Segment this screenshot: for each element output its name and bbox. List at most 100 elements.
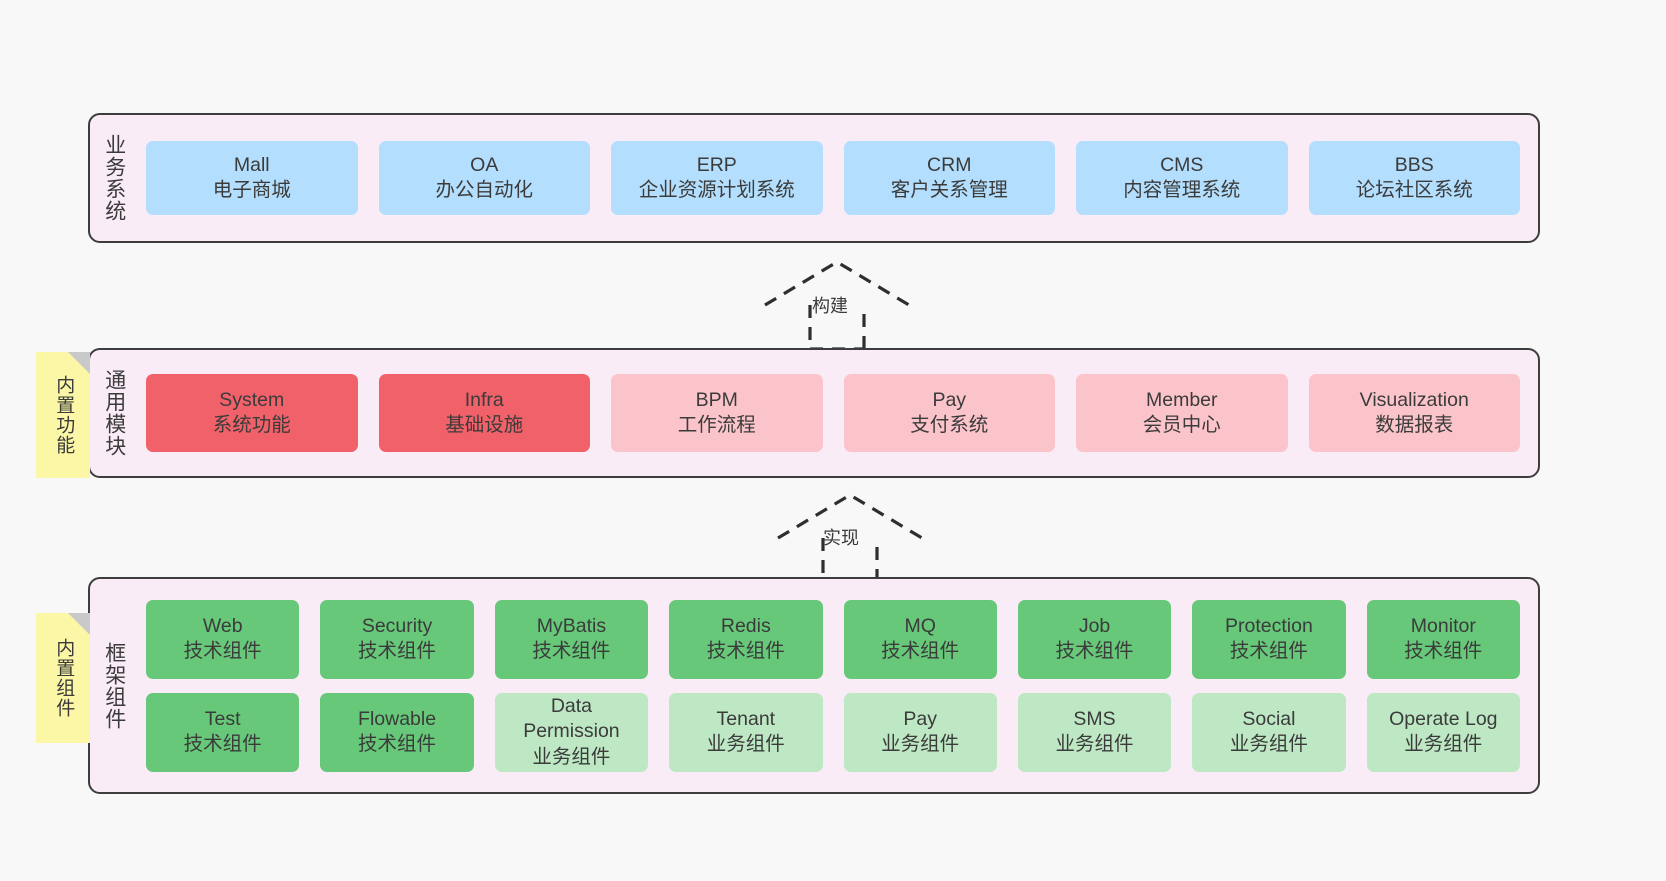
card-title: SMS [1073, 707, 1116, 730]
card-erp[interactable]: ERP 企业资源计划系统 [611, 141, 823, 215]
card-pay-business[interactable]: Pay 业务组件 [843, 692, 997, 772]
card-title: OA [470, 153, 499, 176]
card-subtitle: 工作流程 [677, 414, 756, 436]
card-security[interactable]: Security 技术组件 [320, 599, 474, 679]
card-title: MyBatis [536, 614, 607, 637]
card-title: Visualization [1359, 388, 1469, 411]
card-subtitle: 支付系统 [910, 414, 989, 436]
card-title: BPM [695, 388, 738, 411]
card-title: Operate Log [1389, 707, 1498, 730]
card-subtitle: 论坛社区系统 [1355, 179, 1473, 201]
card-subtitle: 技术组件 [183, 733, 262, 755]
card-member[interactable]: Member 会员中心 [1076, 374, 1288, 452]
card-monitor[interactable]: Monitor 技术组件 [1366, 599, 1520, 679]
card-title: Pay [932, 388, 967, 411]
card-title: System [219, 388, 285, 411]
card-subtitle: 电子商城 [212, 179, 291, 201]
card-operate-log[interactable]: Operate Log 业务组件 [1366, 692, 1520, 772]
card-subtitle: 技术组件 [358, 733, 437, 755]
card-subtitle: 办公自动化 [435, 179, 533, 201]
card-test[interactable]: Test 技术组件 [146, 692, 300, 772]
card-subtitle: 技术组件 [1055, 640, 1134, 662]
card-title: Security [361, 614, 433, 637]
card-title: Infra [464, 388, 504, 411]
card-title: Member [1145, 388, 1218, 411]
card-title: Job [1078, 614, 1111, 637]
card-subtitle: 基础设施 [445, 414, 524, 436]
card-pay[interactable]: Pay 支付系统 [843, 374, 1055, 452]
card-subtitle: 技术组件 [1229, 640, 1308, 662]
layer-body-business-systems: Mall 电子商城 OA 办公自动化 ERP 企业资源计划系统 CRM 客户关系… [138, 115, 1538, 241]
sticky-note-builtin-components: 内置组件 [36, 613, 90, 743]
card-oa[interactable]: OA 办公自动化 [378, 141, 590, 215]
card-row: Mall 电子商城 OA 办公自动化 ERP 企业资源计划系统 CRM 客户关系… [146, 141, 1520, 215]
layer-framework-components: 框架组件 Web 技术组件 Security 技术组件 MyBatis 技术组件… [88, 577, 1540, 794]
card-subtitle: 系统功能 [212, 414, 291, 436]
card-subtitle: 客户关系管理 [890, 179, 1008, 201]
card-row-tech: Web 技术组件 Security 技术组件 MyBatis 技术组件 Redi… [146, 599, 1520, 679]
card-title: BBS [1394, 153, 1434, 176]
card-sms[interactable]: SMS 业务组件 [1017, 692, 1172, 772]
card-subtitle: 业务组件 [1229, 733, 1308, 755]
layer-title-framework-components: 框架组件 [102, 641, 126, 730]
card-data-permission[interactable]: Data Permission 业务组件 [494, 692, 649, 772]
card-title: Tenant [716, 707, 776, 730]
card-title: Social [1242, 707, 1296, 730]
card-tenant[interactable]: Tenant 业务组件 [669, 692, 823, 772]
layer-business-systems: 业务系统 Mall 电子商城 OA 办公自动化 ERP 企业资源计划系统 CRM… [88, 113, 1540, 243]
card-title: Pay [903, 707, 937, 730]
card-subtitle: 会员中心 [1142, 414, 1221, 436]
card-infra[interactable]: Infra 基础设施 [378, 374, 590, 452]
sticky-note-builtin-functions: 内置功能 [36, 352, 90, 478]
layer-title-business-systems: 业务系统 [102, 134, 126, 222]
card-title: Mall [233, 153, 270, 176]
card-subtitle: 企业资源计划系统 [638, 179, 795, 201]
connector-implement-label: 实现 [823, 528, 859, 548]
card-bpm[interactable]: BPM 工作流程 [611, 374, 823, 452]
card-cms[interactable]: CMS 内容管理系统 [1076, 141, 1288, 215]
layer-body-framework-components: Web 技术组件 Security 技术组件 MyBatis 技术组件 Redi… [138, 579, 1538, 792]
card-protection[interactable]: Protection 技术组件 [1192, 599, 1346, 679]
layer-body-common-modules: System 系统功能 Infra 基础设施 BPM 工作流程 Pay 支付系统… [138, 350, 1538, 476]
card-job[interactable]: Job 技术组件 [1017, 599, 1172, 679]
card-subtitle: 技术组件 [706, 640, 785, 662]
card-subtitle: 内容管理系统 [1123, 179, 1241, 201]
card-row: System 系统功能 Infra 基础设施 BPM 工作流程 Pay 支付系统… [146, 374, 1520, 452]
card-social[interactable]: Social 业务组件 [1192, 692, 1346, 772]
card-title: Web [202, 614, 243, 637]
card-title: Flowable [358, 707, 437, 730]
card-subtitle: 技术组件 [183, 640, 262, 662]
card-mall[interactable]: Mall 电子商城 [146, 141, 358, 215]
card-title: MQ [904, 614, 936, 637]
card-title: CMS [1160, 153, 1204, 176]
card-mybatis[interactable]: MyBatis 技术组件 [494, 599, 649, 679]
card-crm[interactable]: CRM 客户关系管理 [843, 141, 1055, 215]
card-title: Monitor [1410, 614, 1476, 637]
layer-common-modules: 通用模块 System 系统功能 Infra 基础设施 BPM 工作流程 Pay… [88, 348, 1540, 478]
card-title: Data Permission [523, 694, 620, 743]
card-title: ERP [696, 153, 737, 176]
connector-build-label: 构建 [812, 296, 848, 316]
card-bbs[interactable]: BBS 论坛社区系统 [1308, 141, 1520, 215]
card-row-business: Test 技术组件 Flowable 技术组件 Data Permission … [146, 692, 1520, 772]
card-title: Redis [720, 614, 771, 637]
card-title: CRM [927, 153, 972, 176]
card-redis[interactable]: Redis 技术组件 [669, 599, 823, 679]
card-web[interactable]: Web 技术组件 [146, 599, 300, 679]
layer-title-common-modules: 通用模块 [102, 369, 126, 457]
card-mq[interactable]: MQ 技术组件 [843, 599, 997, 679]
card-flowable[interactable]: Flowable 技术组件 [320, 692, 474, 772]
card-subtitle: 业务组件 [706, 733, 785, 755]
card-title: Test [204, 707, 241, 730]
card-subtitle: 技术组件 [1404, 640, 1483, 662]
card-subtitle: 业务组件 [532, 745, 611, 768]
card-subtitle: 业务组件 [1404, 733, 1483, 755]
card-system[interactable]: System 系统功能 [146, 374, 358, 452]
card-title: Protection [1225, 614, 1313, 637]
card-subtitle: 业务组件 [1055, 733, 1134, 755]
card-visualization[interactable]: Visualization 数据报表 [1308, 374, 1520, 452]
card-subtitle: 业务组件 [881, 733, 960, 755]
card-subtitle: 技术组件 [881, 640, 960, 662]
card-subtitle: 数据报表 [1375, 414, 1454, 436]
